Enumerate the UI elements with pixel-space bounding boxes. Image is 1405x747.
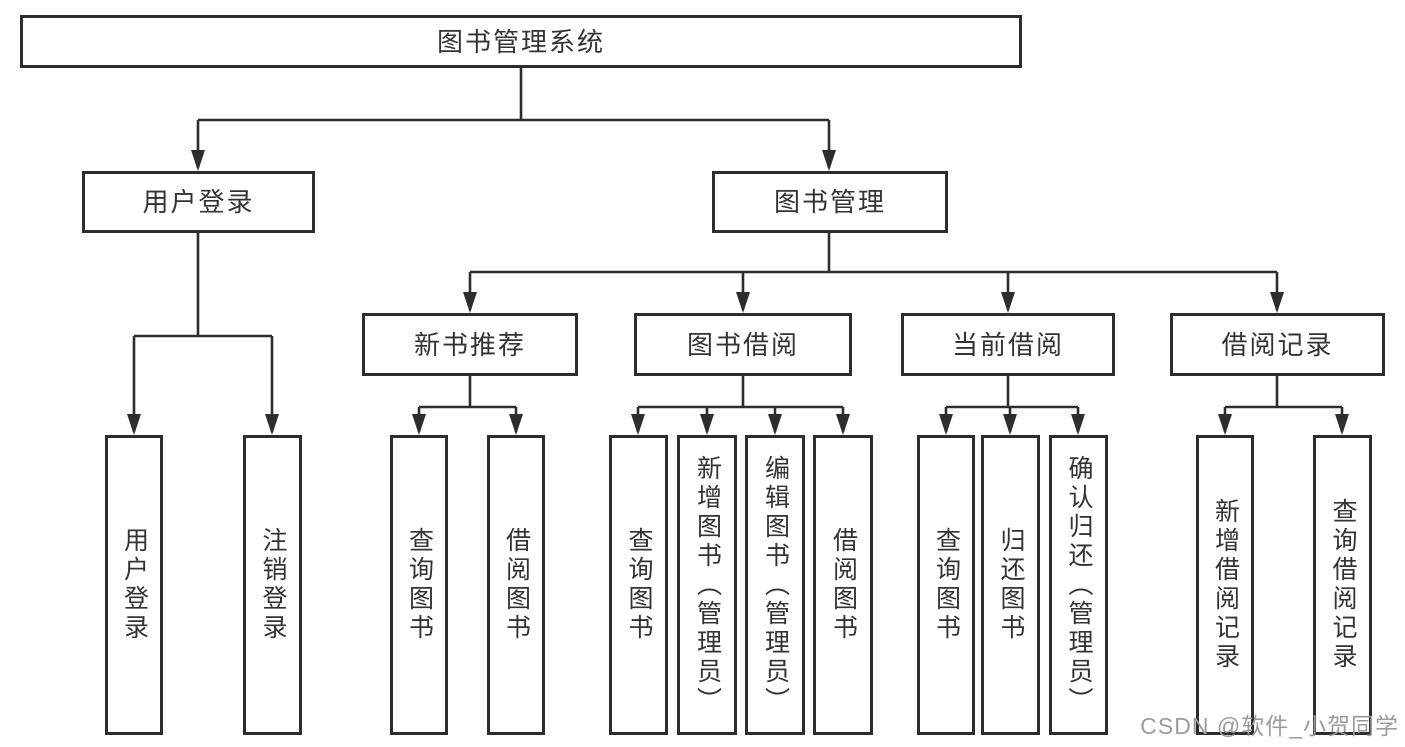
node-book-borrow: 图书借阅 <box>634 313 852 376</box>
node-root-title: 图书管理系统 <box>20 15 1022 68</box>
leaf-current-query-books: 查询图书 <box>917 435 975 735</box>
tree-edges <box>132 67 1344 432</box>
node-borrow-records: 借阅记录 <box>1170 313 1385 376</box>
leaf-records-query-record: 查询借阅记录 <box>1313 435 1372 735</box>
leaf-current-return-books: 归还图书 <box>981 435 1040 735</box>
node-new-book-recommend: 新书推荐 <box>362 313 578 376</box>
leaf-user-login: 用户登录 <box>105 435 163 735</box>
leaf-recommend-query-books: 查询图书 <box>390 435 448 735</box>
leaf-current-confirm-return-admin: 确认归还（管理员） <box>1049 435 1108 735</box>
leaf-recommend-borrow-books: 借阅图书 <box>487 435 545 735</box>
leaf-borrow-edit-books-admin: 编辑图书（管理员） <box>745 435 805 735</box>
leaf-borrow-borrow-books: 借阅图书 <box>813 435 873 735</box>
watermark: CSDN @软件_小贺同学 <box>1140 713 1399 739</box>
leaf-borrow-add-books-admin: 新增图书（管理员） <box>677 435 737 735</box>
node-current-borrow: 当前借阅 <box>901 313 1115 376</box>
leaf-borrow-query-books: 查询图书 <box>609 435 668 735</box>
leaf-logout: 注销登录 <box>243 435 302 735</box>
node-user-login: 用户登录 <box>82 171 315 233</box>
leaf-records-add-record: 新增借阅记录 <box>1196 435 1254 735</box>
node-book-management: 图书管理 <box>712 171 948 233</box>
